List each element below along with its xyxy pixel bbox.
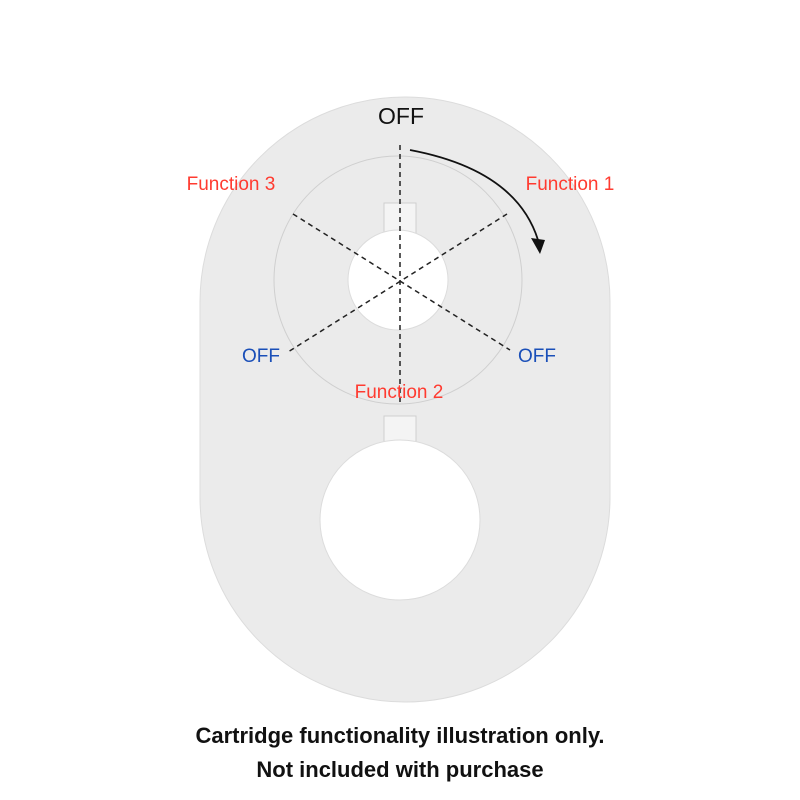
label-off-top: OFF xyxy=(378,103,424,129)
label-off-right: OFF xyxy=(518,346,556,367)
label-function-1: Function 1 xyxy=(526,174,615,195)
wall-plate xyxy=(199,96,611,703)
position-line-diagonal-b xyxy=(287,213,508,353)
diverter-dial-ring xyxy=(273,155,523,405)
caption-line-2: Not included with purchase xyxy=(256,757,544,782)
mixer-knob[interactable] xyxy=(319,439,481,601)
rotation-arrow-icon xyxy=(409,149,545,254)
position-line-diagonal-a xyxy=(292,213,511,351)
caption-line-1: Cartridge functionality illustration onl… xyxy=(195,723,605,748)
position-lines xyxy=(287,145,511,402)
label-function-2: Function 2 xyxy=(355,382,444,403)
label-function-3: Function 3 xyxy=(187,174,276,195)
diverter-knob[interactable] xyxy=(347,229,449,331)
label-off-left: OFF xyxy=(242,346,280,367)
